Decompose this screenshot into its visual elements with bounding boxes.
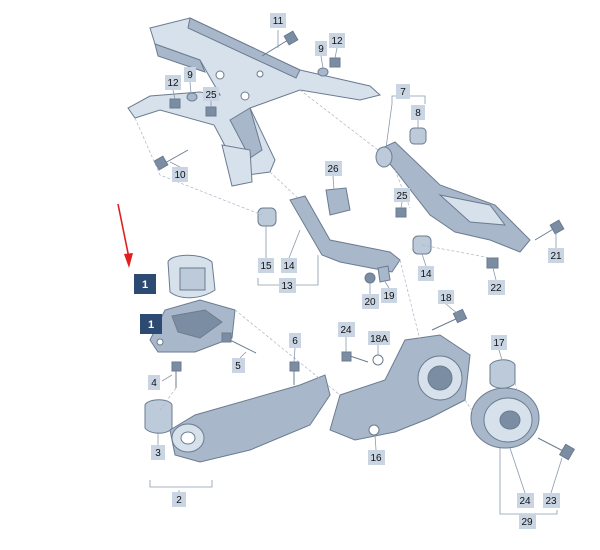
svg-text:4: 4 (151, 378, 157, 389)
bolt-18 (431, 308, 468, 331)
callout-24-left: 24 (338, 322, 355, 337)
callout-26: 26 (325, 161, 342, 176)
svg-text:18A: 18A (370, 334, 388, 345)
svg-text:7: 7 (400, 87, 406, 98)
highlight-callout-1-bracket: 1 (140, 314, 162, 334)
nut-12-upper (329, 57, 341, 68)
callout-13: 13 (279, 278, 296, 293)
svg-text:12: 12 (167, 78, 179, 89)
svg-text:24: 24 (519, 496, 531, 507)
callout-18a: 18A (368, 331, 390, 345)
svg-text:19: 19 (383, 291, 395, 302)
callout-16: 16 (368, 450, 385, 465)
callout-20: 20 (362, 294, 379, 309)
svg-text:9: 9 (187, 70, 193, 81)
callout-11: 11 (270, 13, 286, 28)
svg-text:25: 25 (205, 90, 217, 101)
bolt-6 (289, 361, 300, 385)
bushing-3 (144, 399, 173, 434)
callout-22: 22 (488, 280, 505, 295)
svg-text:22: 22 (490, 283, 502, 294)
svg-text:26: 26 (327, 164, 339, 175)
bolt-25-right (395, 207, 407, 218)
svg-text:6: 6 (292, 336, 298, 347)
nut-22 (486, 257, 499, 269)
bushing-17 (489, 359, 516, 389)
callout-5: 5 (232, 358, 245, 373)
svg-text:29: 29 (521, 517, 533, 528)
svg-text:18: 18 (440, 293, 452, 304)
svg-text:14: 14 (283, 261, 295, 272)
highlight-callout-1-top: 1 (134, 274, 156, 294)
svg-text:8: 8 (415, 108, 421, 119)
svg-text:21: 21 (550, 251, 562, 262)
svg-text:3: 3 (155, 448, 161, 459)
svg-text:17: 17 (493, 338, 505, 349)
svg-text:20: 20 (364, 297, 376, 308)
svg-text:1: 1 (142, 279, 148, 291)
bolt-5 (221, 332, 257, 354)
callout-10: 10 (172, 167, 188, 182)
bolt-21 (534, 219, 565, 241)
callout-19: 19 (381, 288, 397, 303)
callout-18: 18 (438, 290, 454, 304)
callout-29: 29 (519, 514, 536, 529)
callout-7: 7 (396, 84, 410, 99)
svg-text:14: 14 (420, 269, 432, 280)
svg-text:5: 5 (235, 361, 241, 372)
callout-9-left: 9 (184, 67, 196, 82)
callout-3: 3 (151, 445, 165, 460)
callout-12-upper: 12 (329, 33, 345, 48)
svg-text:16: 16 (370, 453, 382, 464)
bolt-4 (171, 361, 182, 388)
nut-12-left (169, 98, 181, 109)
red-pointer-arrow (117, 203, 133, 268)
callout-4: 4 (148, 375, 160, 390)
nut-9-upper (317, 67, 329, 77)
callout-17: 17 (491, 335, 507, 350)
svg-text:2: 2 (176, 495, 182, 506)
bolt-25-left (205, 106, 217, 117)
mounting-bracket (149, 299, 236, 353)
svg-text:13: 13 (281, 281, 293, 292)
nut-9-left (186, 92, 198, 102)
wheel-bearing-housing (329, 334, 471, 441)
callout-15: 15 (258, 258, 274, 273)
bolt-23 (537, 437, 576, 461)
rear-subframe (127, 17, 382, 187)
svg-text:1: 1 (148, 319, 154, 331)
svg-text:24: 24 (340, 325, 352, 336)
bolt-11 (261, 30, 299, 57)
svg-text:12: 12 (331, 36, 343, 47)
callout-14-right: 14 (418, 266, 434, 281)
rubber-mount-top (167, 254, 216, 299)
svg-text:9: 9 (318, 44, 324, 55)
callout-14-left: 14 (281, 258, 297, 273)
callout-21: 21 (548, 248, 564, 263)
callout-23: 23 (543, 493, 560, 508)
bolt-24-left (341, 351, 369, 363)
svg-text:11: 11 (273, 16, 284, 27)
svg-text:23: 23 (545, 496, 557, 507)
callout-25-left: 25 (203, 87, 219, 101)
callout-9-upper: 9 (315, 41, 327, 56)
trailing-arm (169, 374, 331, 463)
svg-text:10: 10 (174, 170, 186, 181)
callout-24-bottom: 24 (517, 493, 534, 508)
washer-18a (372, 354, 384, 366)
lower-wishbone (375, 127, 531, 253)
callout-6: 6 (289, 333, 301, 348)
callout-12-left: 12 (165, 75, 181, 90)
bolt-10 (153, 149, 189, 171)
wheel-hub (470, 387, 540, 449)
svg-text:25: 25 (396, 191, 408, 202)
svg-text:15: 15 (260, 261, 272, 272)
callout-25-right: 25 (394, 188, 410, 202)
callout-2: 2 (172, 492, 186, 507)
callout-8: 8 (411, 105, 425, 120)
